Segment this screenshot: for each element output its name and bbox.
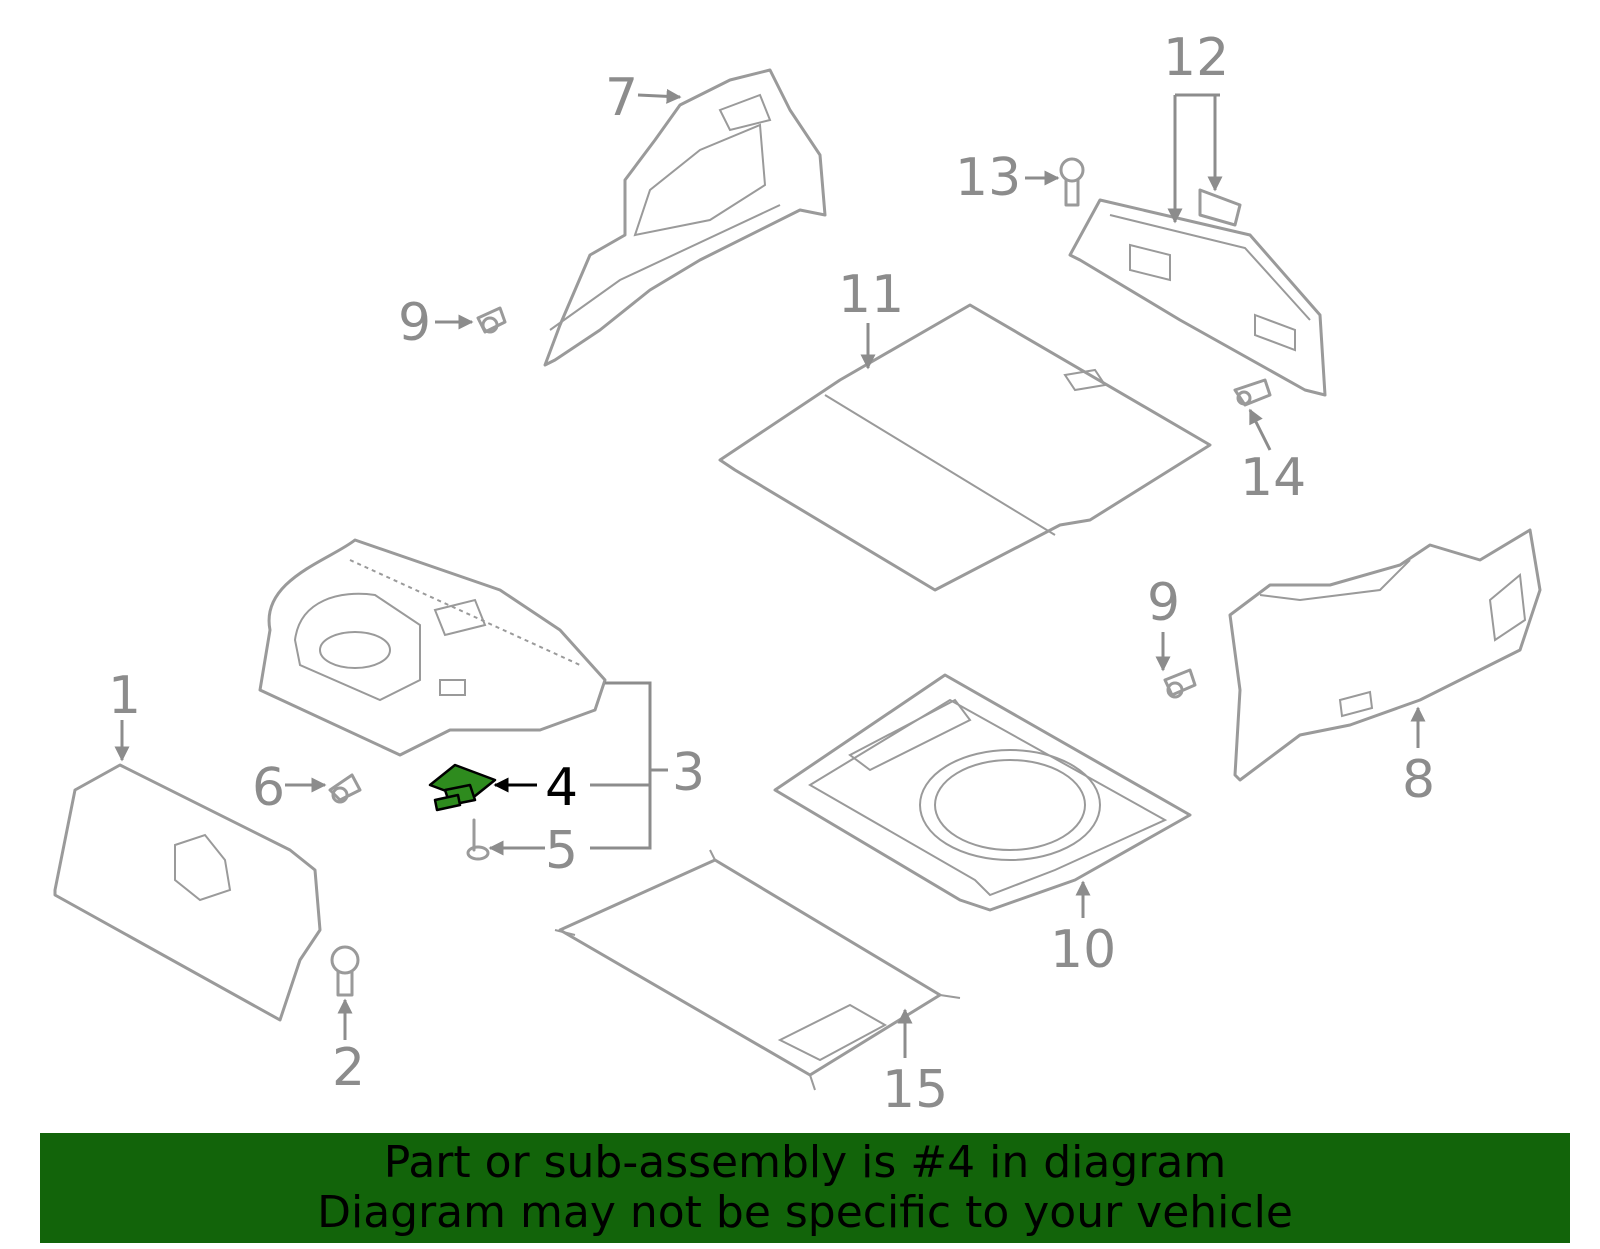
part-15-cargo-net[interactable] [554,849,961,1091]
callout-13: 13 [955,148,1021,208]
callout-6: 6 [252,758,285,818]
part-4-bracket-highlighted[interactable] [428,763,497,812]
callout-9-left: 9 [398,293,431,353]
part-2-bolt[interactable] [330,945,360,997]
callout-9-right: 9 [1147,573,1180,633]
callout-7: 7 [605,68,638,128]
part-13-bolt[interactable] [1059,157,1085,207]
part-1-back-trim-panel[interactable] [53,763,322,1022]
part-14-clip[interactable] [1233,378,1272,407]
banner-line-2: Diagram may not be specific to your vehi… [317,1187,1293,1238]
part-7-upper-side-trim[interactable] [543,68,827,367]
callout-12: 12 [1163,28,1229,88]
callout-10: 10 [1050,920,1116,980]
callout-4: 4 [545,758,578,818]
callout-numbers: 7 9 13 12 14 11 9 8 10 15 2 1 6 3 4 5 [108,28,1435,1120]
part-12-upper-back-trim[interactable] [1068,188,1327,397]
callout-5: 5 [545,821,578,881]
parts-diagram: 7 9 13 12 14 11 9 8 10 15 2 1 6 3 4 5 [53,28,1542,1120]
part-6-clip[interactable] [328,773,362,804]
leader-lines [114,88,1426,1058]
callout-1: 1 [108,666,141,726]
callout-14: 14 [1240,448,1306,508]
callout-3: 3 [672,743,705,803]
part-5-screw[interactable] [466,818,490,861]
callout-11: 11 [838,265,904,325]
part-10-floor-tray[interactable] [773,673,1192,912]
part-9-clip-left[interactable] [476,306,507,334]
callout-15: 15 [882,1060,948,1120]
callout-8: 8 [1402,750,1435,810]
part-11-cargo-cover[interactable] [718,303,1212,592]
callout-2: 2 [332,1038,365,1098]
banner-line-1: Part or sub-assembly is #4 in diagram [383,1137,1227,1188]
part-3-package-tray[interactable] [258,538,607,757]
part-8-lower-side-trim[interactable] [1228,528,1542,782]
part-9-clip-right[interactable] [1163,668,1197,699]
info-banner: Part or sub-assembly is #4 in diagram Di… [40,1133,1570,1243]
